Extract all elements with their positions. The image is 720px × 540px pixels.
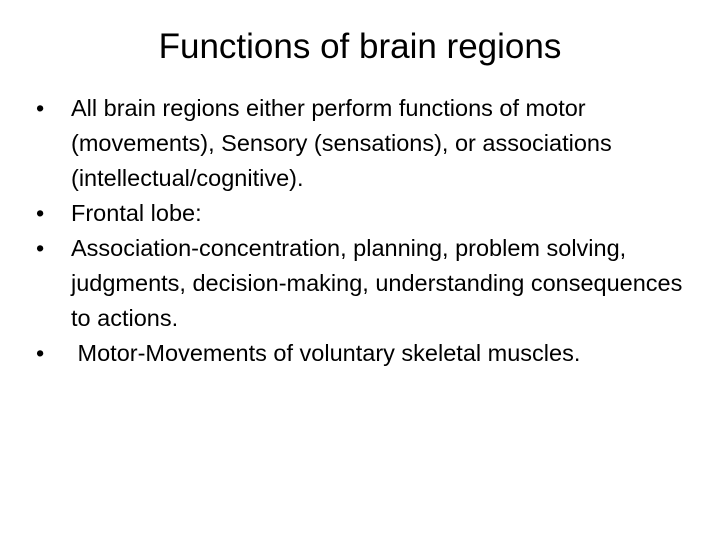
- bullet-text: Frontal lobe:: [71, 200, 202, 226]
- bullet-icon: •: [36, 340, 45, 366]
- bullet-text: Motor-Movements of voluntary skeletal mu…: [71, 340, 581, 366]
- list-item: • Frontal lobe:: [36, 196, 686, 231]
- list-item: • Association-concentration, planning, p…: [36, 231, 686, 336]
- bullet-list: • All brain regions either perform funct…: [36, 91, 686, 371]
- bullet-icon: •: [36, 95, 45, 121]
- bullet-text: Association-concentration, planning, pro…: [71, 235, 683, 331]
- list-item: • Motor-Movements of voluntary skeletal …: [36, 336, 686, 371]
- bullet-icon: •: [36, 235, 45, 261]
- bullet-icon: •: [36, 200, 45, 226]
- bullet-text: All brain regions either perform functio…: [71, 95, 612, 191]
- slide-title: Functions of brain regions: [158, 27, 562, 66]
- list-item: • All brain regions either perform funct…: [36, 91, 686, 196]
